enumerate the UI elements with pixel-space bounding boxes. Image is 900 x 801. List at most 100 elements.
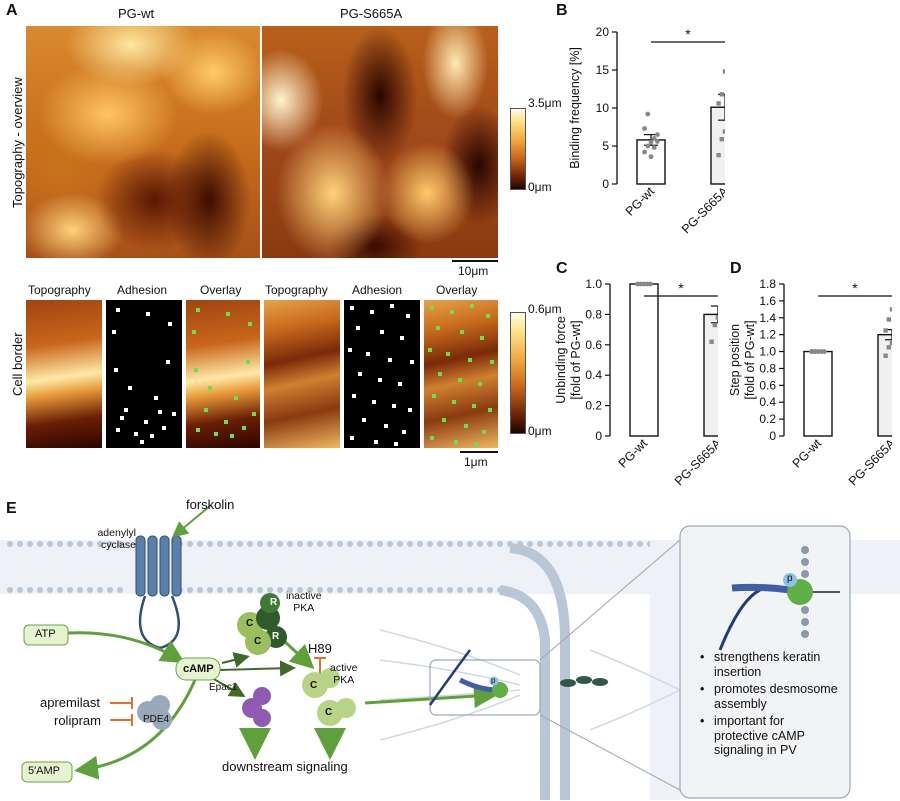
atp-box (23, 624, 69, 646)
data-point (655, 139, 660, 144)
data-point (883, 353, 888, 358)
scale-bar-border (460, 451, 498, 453)
significance-star: * (685, 26, 691, 42)
bar (629, 283, 659, 437)
data-point (822, 349, 827, 354)
vertical-membrane (499, 540, 680, 800)
label-h89: H89 (308, 641, 332, 656)
zoom-box (429, 659, 541, 716)
x-tick-label: PG-wt (623, 184, 658, 219)
data-point (645, 143, 651, 149)
overview-image-pg-wt (26, 26, 260, 258)
data-point (815, 349, 821, 354)
y-tick-label: 1.8 (759, 277, 776, 291)
subtitle-overlay-wt: Overlay (200, 283, 242, 297)
keratin-filaments (379, 629, 681, 741)
y-axis-label: Unbinding force[fold of PG-wt] (554, 316, 583, 404)
y-tick-label: 0.2 (759, 412, 776, 426)
data-point (716, 152, 721, 158)
y-tick-label: 0.4 (585, 368, 602, 382)
border-overlay-pg-s665a (424, 300, 498, 448)
x-tick-label: PG-S665A (679, 184, 725, 237)
data-point (655, 132, 660, 137)
data-point (642, 126, 647, 131)
label-adenylyl-cyclase: adenylyl cyclase (97, 527, 136, 551)
bullet-item: important for protective cAMP signaling … (700, 714, 840, 758)
y-tick-label: 1.2 (759, 328, 776, 342)
bullet-item: strengthens keratin insertion (700, 650, 840, 679)
data-point (886, 317, 891, 322)
bar (803, 350, 833, 437)
adhesion-pixels-s665a (348, 304, 414, 446)
y-axis-label: Binding frequency [%] (568, 47, 582, 169)
overlay-pixels-wt (192, 308, 256, 438)
x-tick-label: PG-wt (790, 436, 825, 471)
y-axis-label: Step position[fold of PG-wt] (728, 320, 757, 399)
bar (710, 106, 725, 185)
label-pka-c1: C (246, 618, 254, 629)
data-point (886, 345, 891, 350)
data-point (719, 92, 724, 97)
colorbar-overview-min: 0μm (528, 180, 552, 194)
data-point (883, 328, 888, 333)
row-label-overview: Topography - overview (10, 77, 25, 208)
scale-label-overview: 10μm (458, 264, 489, 278)
bullet-list: strengthens keratin insertion promotes d… (700, 650, 840, 761)
y-tick-label: 0.6 (585, 338, 602, 352)
colorbar-overview (510, 108, 526, 190)
data-point (889, 340, 892, 346)
border-adhesion-pg-wt (106, 300, 182, 448)
data-point (719, 136, 724, 142)
border-overlay-pg-wt (186, 300, 260, 448)
label-atp: ATP (35, 628, 56, 640)
camp-box (175, 657, 221, 681)
label-5amp: 5′AMP (28, 765, 61, 777)
scale-bar-overview (452, 260, 498, 262)
active-pka-shape (302, 668, 356, 726)
label-inactive-pka: inactive PKA (286, 590, 322, 614)
x-tick-label: PG-wt (616, 436, 651, 471)
label-camp: cAMP (183, 663, 214, 675)
data-point (651, 145, 657, 150)
y-axis-label-line: [fold of PG-wt] (743, 320, 757, 399)
col-title-pg-wt: PG-wt (118, 6, 155, 21)
data-point (709, 339, 714, 344)
bar (877, 333, 892, 437)
data-point (651, 136, 657, 141)
significance-star: * (852, 280, 858, 296)
y-tick-label: 0 (595, 429, 602, 443)
label-pka-r1: R (270, 597, 278, 608)
data-point (642, 149, 647, 155)
y-tick-label: 10 (596, 101, 610, 115)
label-epac1: Epac1 (209, 682, 238, 693)
row-label-cell-border: Cell border (10, 332, 25, 396)
y-tick-label: 0 (769, 429, 776, 443)
panel-label-e: E (6, 500, 17, 517)
data-point (712, 322, 717, 328)
subtitle-topography-s665a: Topography (265, 283, 328, 297)
label-pde4: PDE4 (143, 714, 170, 725)
label-forskolin: forskolin (186, 497, 235, 512)
x-tick-label: PG-S665A (846, 436, 892, 489)
bar (703, 313, 718, 437)
significance-star: * (678, 280, 684, 296)
panel-label-c: C (556, 260, 568, 277)
colorbar-border-max: 0.6μm (528, 302, 562, 316)
y-axis-label-line: [fold of PG-wt] (569, 320, 583, 399)
data-point (648, 154, 654, 160)
subtitle-overlay-s665a: Overlay (436, 283, 478, 297)
label-apremilast: apremilast (40, 695, 100, 710)
label-downstream-signaling: downstream signaling (222, 759, 348, 774)
overview-image-pg-s665a (262, 26, 498, 258)
y-tick-label: 0.8 (759, 361, 776, 375)
y-tick-label: 0.6 (759, 378, 776, 392)
y-tick-label: 0.8 (585, 307, 602, 321)
x-tick-label: PG-S665A (672, 436, 718, 489)
bar (636, 139, 666, 185)
label-pka-c4: C (325, 707, 333, 718)
col-title-pg-s665a: PG-S665A (340, 6, 403, 21)
data-point (648, 139, 654, 145)
panel-label-d: D (730, 260, 742, 277)
